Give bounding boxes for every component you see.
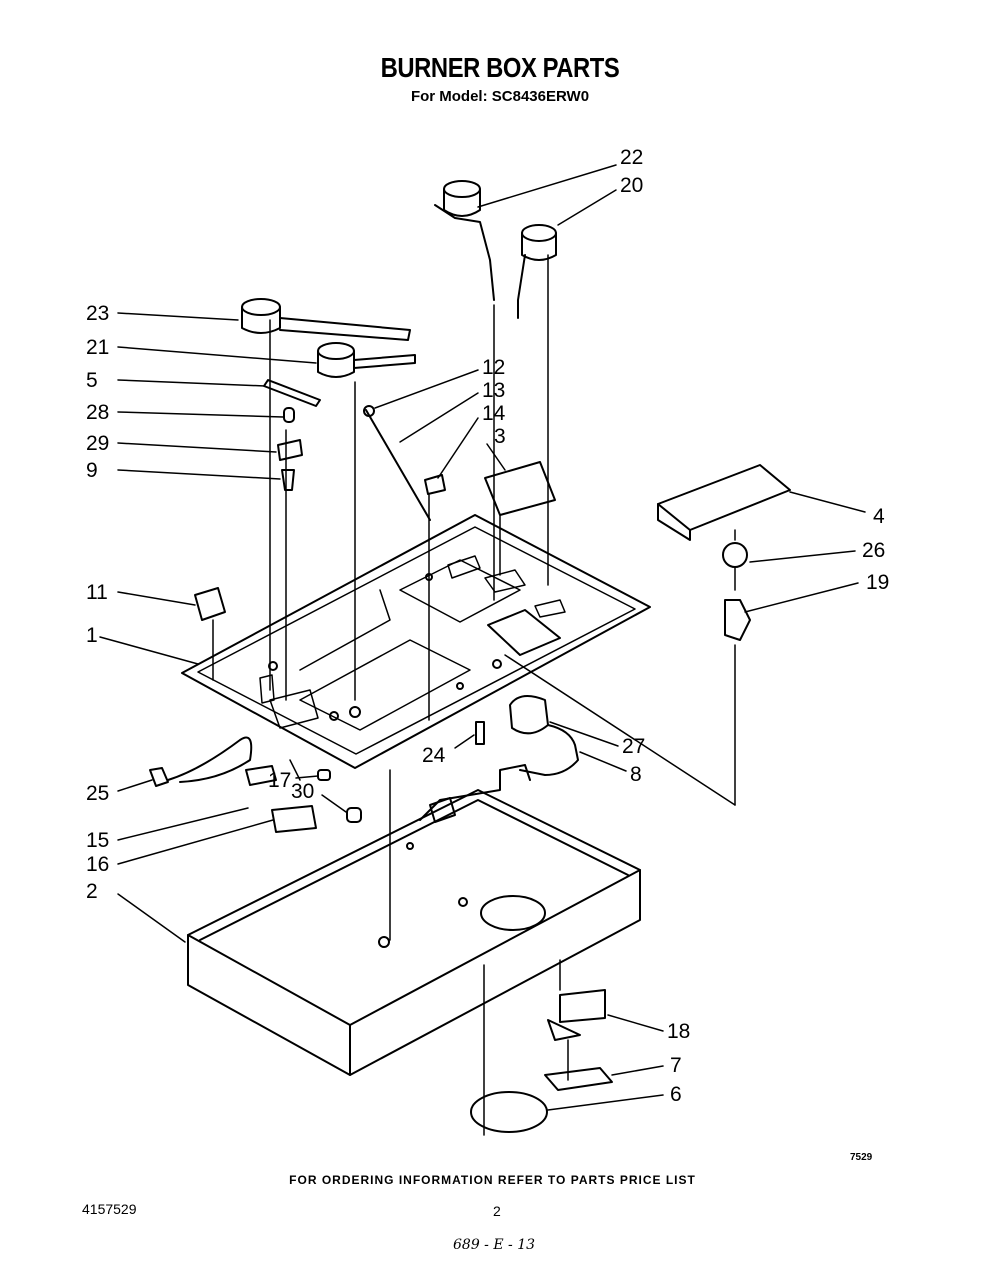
callout-19: 19 — [866, 571, 890, 594]
callout-21: 21 — [86, 336, 110, 359]
diagram-title: BURNER BOX PARTS — [380, 52, 620, 83]
callout-1: 1 — [86, 624, 98, 647]
callout-3: 3 — [494, 425, 506, 448]
page-number: 2 — [493, 1203, 501, 1219]
callout-9: 9 — [86, 459, 98, 482]
callout-17: 17 — [268, 769, 292, 792]
callout-20: 20 — [620, 174, 644, 197]
burner-assemblies — [241, 180, 557, 378]
callout-13: 13 — [482, 379, 506, 402]
callout-16: 16 — [86, 853, 110, 876]
callout-4: 4 — [873, 505, 885, 528]
leader-lines — [99, 164, 866, 1111]
callout-23: 23 — [86, 302, 110, 325]
callout-7: 7 — [670, 1054, 682, 1077]
callout-12: 12 — [482, 356, 506, 379]
callout-25: 25 — [86, 782, 110, 805]
diagram-code: 7529 — [850, 1152, 873, 1163]
small-parts — [149, 379, 791, 1133]
callout-15: 15 — [86, 829, 110, 852]
callout-8: 8 — [630, 763, 642, 786]
handwritten-note: 689 - E - 13 — [453, 1237, 536, 1253]
alignment-lines — [212, 254, 736, 1136]
model-subtitle: For Model: SC8436ERW0 — [410, 88, 590, 105]
callout-24: 24 — [422, 744, 446, 767]
callout-27: 27 — [622, 735, 646, 758]
callout-30: 30 — [291, 780, 315, 803]
callout-28: 28 — [86, 401, 110, 424]
callout-22: 22 — [620, 146, 644, 169]
ordering-note: FOR ORDERING INFORMATION REFER TO PARTS … — [289, 1173, 696, 1187]
callout-11: 11 — [86, 581, 108, 604]
callout-29: 29 — [86, 432, 110, 455]
part-number: 4157529 — [82, 1201, 137, 1217]
callout-14: 14 — [482, 402, 506, 425]
callout-2: 2 — [86, 880, 98, 903]
callout-18: 18 — [667, 1020, 691, 1043]
burner-box-pan — [187, 764, 641, 1076]
burner-box-top-plate — [181, 514, 651, 769]
callout-5: 5 — [86, 369, 98, 392]
callout-26: 26 — [862, 539, 886, 562]
callout-6: 6 — [670, 1083, 682, 1106]
